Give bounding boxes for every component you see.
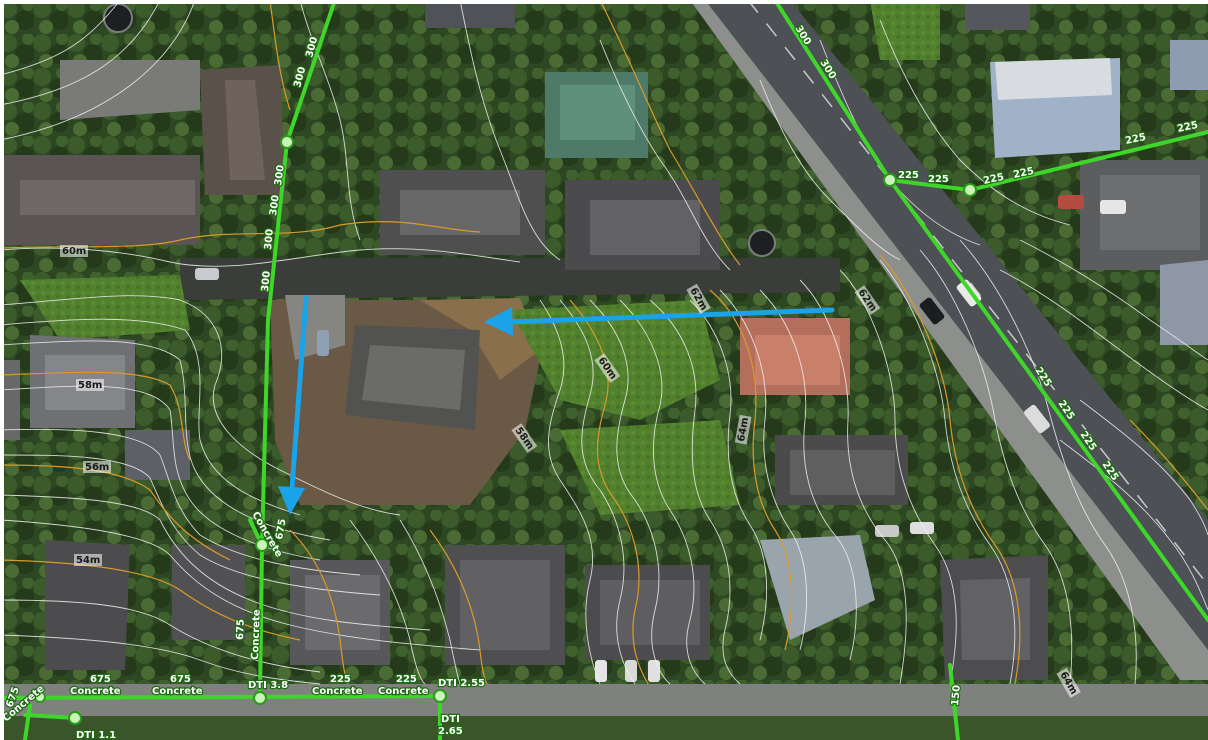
bottom-road [0,684,1208,716]
contour-label: 60m [62,246,86,257]
contour-label: 64m [736,417,751,443]
pipe-diameter-label: 675 [170,674,191,685]
lawn-northeast [870,0,940,60]
flow-arrow-west-head [484,307,513,336]
lawn-site [510,300,720,420]
pipe-diameter-label: 225 [928,174,949,185]
contour-label: 54m [76,555,100,566]
trampoline-north [103,3,133,33]
pipe-material-label: Concrete [152,686,203,697]
pipe-node [34,691,46,703]
pipe-diameter-label: 675 [274,518,288,541]
lawn-northwest [20,275,190,340]
pipe-node [963,183,977,197]
node-id-label: DTI 1.1 [76,730,116,740]
pipe-material-label: Concrete [70,686,121,697]
pipe-nodes [34,135,977,725]
flow-arrow-south [289,295,309,491]
pipe-node [253,691,267,705]
flow-arrow-west [507,307,835,325]
pipe-material-label: Concrete [250,609,263,660]
contour-label: 56m [85,462,109,473]
pipe-material-label: Concrete [312,686,363,697]
road-centerline [747,0,1208,586]
frame-top [0,0,1208,4]
node-id-label: 2.65 [438,726,463,737]
pipe-node [280,135,294,149]
pipe-diameter-label: 300 [268,194,282,216]
pipe-diameter-label: 225 [898,170,919,181]
trampoline [748,229,776,257]
pipe-node [255,538,269,552]
main-road-footpath [690,0,1208,680]
pipe-diameter-label: 675 [90,674,111,685]
pipe-label-group: 300 300 300 300 300 300 300 300 225 225 … [0,23,1200,740]
buildings [0,0,1208,680]
pipe-diameter-label: 300 [263,228,276,250]
pipe-diameter-label: 150 [950,684,963,706]
pipe-material-label: Concrete [378,686,429,697]
lawn-south [560,420,740,515]
pipe-node [433,689,447,703]
contour-lines-minor [0,0,1208,685]
node-id-label: DTI 2.55 [438,678,485,689]
frame-left [0,0,4,740]
driveway-west [60,60,200,120]
node-id-label: DTI [441,714,460,725]
pipe-diameter-label: 300 [260,270,273,292]
node-id-label: DTI 3.8 [248,680,288,691]
contour-label: 58m [78,380,102,391]
flow-arrow-south-head [278,486,305,515]
flow-arrows [278,295,835,515]
pipe-diameter-label: 225 [396,674,417,685]
contour-lines-major [0,0,1208,685]
bottom-road-verge [0,716,1208,740]
pipe-node [68,711,82,725]
cars [195,195,1126,682]
driveway-site [285,295,345,360]
pipe-diameter-label: 300 [273,164,287,186]
pipe-diameter-label: 675 [235,619,247,640]
pipe-diameter-label: 225 [330,674,351,685]
pipe-node [883,173,897,187]
